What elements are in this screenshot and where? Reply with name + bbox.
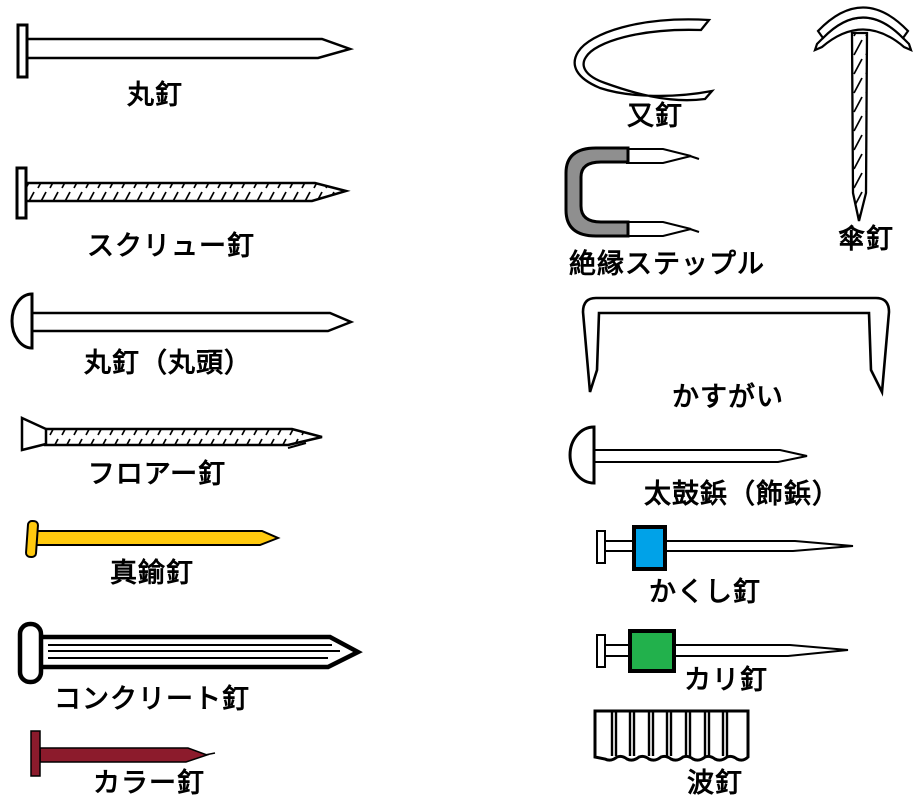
- shinchu-kugi-figure: [25, 519, 281, 559]
- corrugation-lines: [610, 712, 729, 756]
- label-screw-kugi: スクリュー釘: [87, 231, 255, 262]
- label-maru-kugi-marugashira: 丸釘（丸頭）: [84, 348, 252, 379]
- green-spacer-block: [628, 629, 676, 673]
- tack-shaft: [593, 449, 808, 463]
- clamp-body: [581, 296, 891, 397]
- nail-shaft: [39, 747, 210, 763]
- label-mata-kugi: 又釘: [627, 101, 683, 132]
- tip-tail: [689, 155, 700, 160]
- label-nami-kugi: 波釘: [687, 768, 743, 799]
- blue-spacer-block: [632, 525, 667, 571]
- label-zetsuen-staple: 絶縁ステップル: [569, 249, 765, 280]
- nail-round-head: [10, 292, 34, 350]
- kasa-kugi-figure: [813, 6, 913, 222]
- nail-shaft-threaded: [850, 31, 869, 222]
- staple-tip-top: [626, 148, 692, 164]
- nail-head: [16, 23, 29, 79]
- staple-band: [573, 18, 716, 102]
- label-taiko-byo: 太鼓鋲（飾鋲）: [644, 479, 840, 510]
- label-maru-kugi: 丸釘: [127, 80, 183, 111]
- nail-shaft: [35, 530, 281, 546]
- zetsuen-staple-figure: [564, 146, 700, 238]
- nail-shaft: [28, 311, 355, 333]
- screw-kugi-figure: [15, 166, 351, 220]
- nail-head: [17, 621, 44, 685]
- maru-kugi-figure: [16, 23, 355, 79]
- label-floor-kugi: フロアー釘: [87, 459, 227, 490]
- kasugai-figure: [581, 296, 891, 397]
- label-color-kugi: カラー釘: [93, 768, 205, 799]
- color-kugi-figure: [30, 730, 216, 777]
- nail-shaft: [24, 37, 355, 60]
- maru-kugi-marugashira-figure: [10, 292, 355, 350]
- nami-kugi-figure: [593, 709, 750, 762]
- mata-kugi-figure: [573, 18, 716, 102]
- label-concrete-kugi: コンクリート釘: [54, 684, 250, 715]
- tip-tail: [204, 752, 216, 756]
- umbrella-cap-upper: [816, 6, 910, 40]
- tack-dome-head: [568, 425, 596, 485]
- nail-shaft-threaded: [23, 181, 351, 203]
- floor-kugi-figure: [20, 416, 323, 452]
- label-kasugai: かすがい: [672, 382, 784, 413]
- staple-insulation: [564, 146, 630, 238]
- kari-kugi-figure: [596, 629, 849, 673]
- taiko-byo-figure: [568, 425, 808, 485]
- concrete-kugi-figure: [17, 621, 363, 685]
- tip-barb: [287, 442, 307, 449]
- nail-countersunk-head: [20, 416, 48, 452]
- nail-head: [15, 166, 28, 220]
- kakushi-kugi-figure: [596, 525, 854, 571]
- nail-head: [30, 730, 41, 777]
- label-kasa-kugi: 傘釘: [838, 224, 894, 255]
- nail-head: [596, 530, 606, 564]
- label-kari-kugi: カリ釘: [684, 665, 768, 696]
- staple-tip-bottom: [626, 221, 692, 237]
- tip-tail: [689, 228, 700, 233]
- label-kakushi-kugi: かくし釘: [649, 577, 761, 608]
- nail-shaft-threaded: [43, 427, 323, 447]
- nail-head: [25, 519, 39, 559]
- label-shinchu-kugi: 真鍮釘: [110, 558, 194, 589]
- nail-head: [596, 634, 606, 668]
